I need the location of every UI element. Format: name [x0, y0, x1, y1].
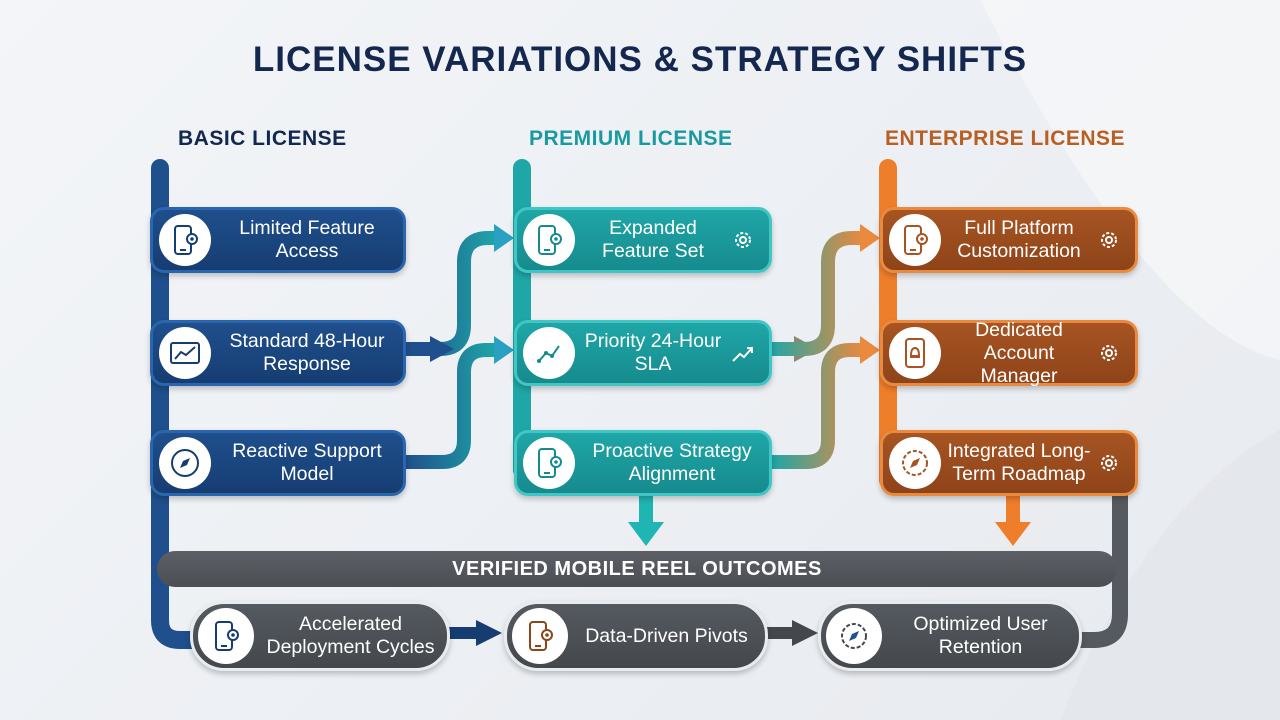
card-label: Limited Feature Access — [239, 217, 375, 262]
card-label: Proactive Strategy Alignment — [592, 440, 752, 485]
connector-basic-3-to-premium-2 — [405, 343, 496, 469]
gear-icon — [1101, 232, 1117, 248]
trend-up-icon — [732, 347, 753, 362]
card-label: Priority 24-Hour SLA — [584, 330, 722, 375]
card-label: Reactive Support Model — [232, 440, 382, 485]
mobile-gear-icon — [523, 437, 575, 489]
connector-premium-2-to-enterprise-1 — [770, 231, 862, 356]
outcome-accelerated-deployment-cycles: Accelerated Deployment Cycles — [190, 601, 450, 671]
card-full-platform-customization: Full Platform Customization — [880, 207, 1138, 273]
page-title: LICENSE VARIATIONS & STRATEGY SHIFTS — [252, 40, 1028, 79]
mobile-gear-icon — [198, 608, 254, 664]
card-label: Accelerated Deployment Cycles — [266, 613, 435, 658]
mobile-gear-icon — [523, 214, 575, 266]
connector-premium-3-to-enterprise-2 — [772, 343, 862, 469]
compass-gear-icon — [889, 437, 941, 489]
card-label: Data-Driven Pivots — [585, 624, 748, 647]
card-integrated-long-term-roadmap: Integrated Long-Term Roadmap — [880, 430, 1138, 496]
arrowhead-premium-1 — [494, 224, 514, 252]
gear-icon — [1101, 455, 1117, 471]
card-expanded-feature-set: Expanded Feature Set — [514, 207, 772, 273]
arrow-outcome-2-to-3 — [792, 620, 818, 646]
mobile-gear-icon — [512, 608, 568, 664]
card-dedicated-account-manager: Dedicated Account Manager — [880, 318, 1138, 387]
gear-icon — [1101, 345, 1117, 361]
arrowhead-premium-2 — [494, 336, 514, 364]
mobile-gear-icon — [889, 214, 941, 266]
compass-gear-icon — [826, 608, 882, 664]
outcome-return-loop — [1080, 492, 1128, 648]
line-chart-icon — [159, 327, 211, 379]
card-standard-48-hour-response: Standard 48-Hour Response — [150, 320, 406, 386]
arrowhead-enterprise-1 — [860, 224, 880, 252]
card-proactive-strategy-alignment: Proactive Strategy Alignment — [514, 430, 772, 496]
mobile-bell-icon — [889, 327, 941, 379]
card-label: Optimized User Retention — [913, 613, 1048, 658]
basic-license-header: BASIC LICENSE — [178, 127, 347, 150]
line-chart-icon — [523, 327, 575, 379]
card-limited-feature-access: Limited Feature Access — [150, 207, 406, 273]
card-label: Full Platform Customization — [957, 217, 1081, 262]
premium-license-header: PREMIUM LICENSE — [529, 127, 733, 150]
gear-icon — [735, 232, 751, 248]
card-label: Expanded Feature Set — [602, 217, 704, 262]
verified-outcomes-bar: VERIFIED MOBILE REEL OUTCOMES — [157, 551, 1117, 587]
outcome-data-driven-pivots: Data-Driven Pivots — [504, 601, 768, 671]
compass-icon — [159, 437, 211, 489]
card-label: Dedicated Account Manager — [975, 318, 1063, 387]
arrowhead-enterprise-2 — [860, 336, 880, 364]
connector-basic-2-to-premium-1 — [405, 231, 496, 356]
arrow-outcome-1-to-2 — [476, 620, 502, 646]
card-label: Standard 48-Hour Response — [229, 330, 385, 375]
enterprise-license-header: ENTERPRISE LICENSE — [885, 127, 1126, 150]
basic-spine — [151, 159, 209, 649]
card-priority-24-hour-sla: Priority 24-Hour SLA — [514, 320, 772, 386]
card-reactive-support-model: Reactive Support Model — [150, 430, 406, 496]
mobile-gear-icon — [159, 214, 211, 266]
arrowhead-basic-2 — [430, 336, 454, 362]
outcome-optimized-user-retention: Optimized User Retention — [818, 601, 1082, 671]
card-label: Integrated Long-Term Roadmap — [947, 440, 1091, 485]
